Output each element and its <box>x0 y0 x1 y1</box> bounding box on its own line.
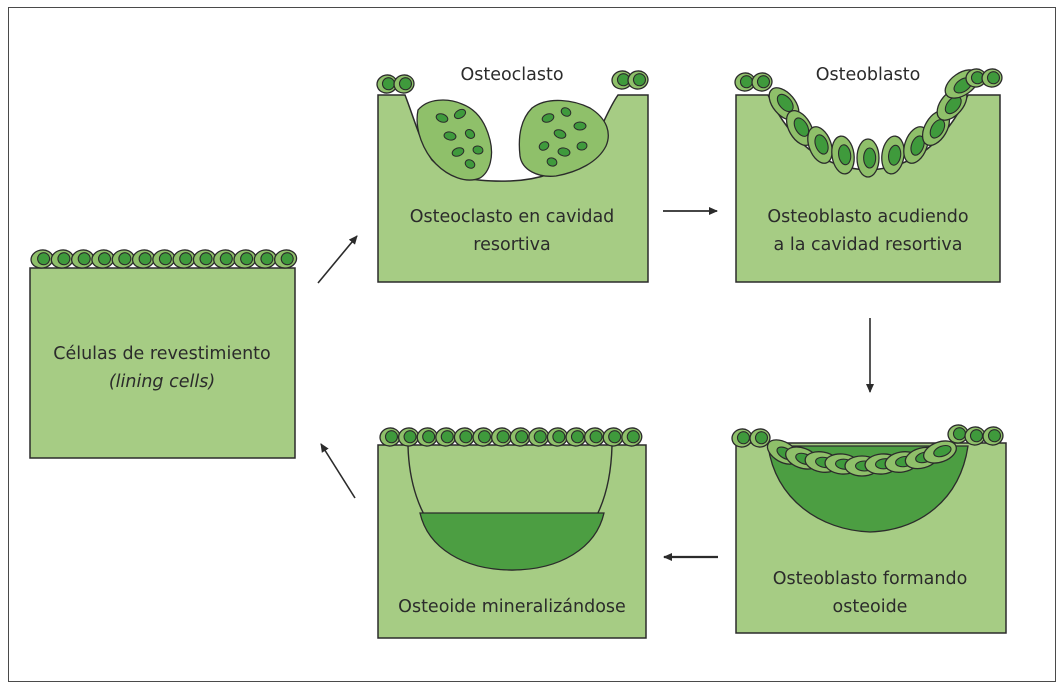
panel-osteoblast-arriving: Osteoblasto Osteoblasto acudiendo a la c… <box>734 64 1004 282</box>
cell <box>273 248 298 270</box>
cell <box>131 248 156 270</box>
cell <box>70 248 95 270</box>
lining-cell-row <box>30 248 298 270</box>
lining-label-line1: Células de revestimiento <box>53 344 271 364</box>
cell <box>393 73 416 94</box>
cell <box>751 71 774 92</box>
cell <box>857 139 879 177</box>
cell-nucleus <box>864 148 876 168</box>
arrow-lining-to-osteoclast <box>318 236 357 283</box>
osteoblast-title: Osteoblasto <box>816 65 921 85</box>
panel-lining-cells: Células de revestimiento (lining cells) <box>30 248 298 458</box>
osteoclast-title: Osteoclasto <box>460 65 563 85</box>
cell <box>30 248 55 270</box>
cell <box>172 248 197 270</box>
cell <box>212 248 237 270</box>
mineralizing-label: Osteoide mineralizándose <box>398 597 626 617</box>
forming-label-line1: Osteoblasto formando <box>773 569 968 589</box>
cell <box>233 248 258 270</box>
panel-osteoid-mineralizing: Osteoide mineralizándose <box>378 426 646 638</box>
lining-label-line2: (lining cells) <box>109 372 215 392</box>
cell <box>91 248 116 270</box>
panel-osteoclast: Osteoclasto Osteoclasto en cavidad resor… <box>376 65 650 282</box>
cell <box>981 67 1004 88</box>
cell <box>111 248 136 270</box>
cell <box>50 248 75 270</box>
forming-label-line2: osteoide <box>833 597 908 617</box>
cell <box>627 69 650 90</box>
panel-osteoblast-forming: Osteoblasto formando osteoide <box>731 423 1006 633</box>
osteoblast-arriving-label-line1: Osteoblasto acudiendo <box>767 207 968 227</box>
osteoclast-label-line2: resortiva <box>473 235 550 255</box>
osteoblast-arriving-label-line2: a la cavidad resortiva <box>774 235 963 255</box>
osteoclast-label-line1: Osteoclasto en cavidad <box>410 207 615 227</box>
arrow-mineralizing-to-lining <box>321 444 355 498</box>
cell <box>253 248 278 270</box>
osteoclast-nucleus <box>574 122 586 130</box>
cell <box>151 248 176 270</box>
cell <box>192 248 217 270</box>
